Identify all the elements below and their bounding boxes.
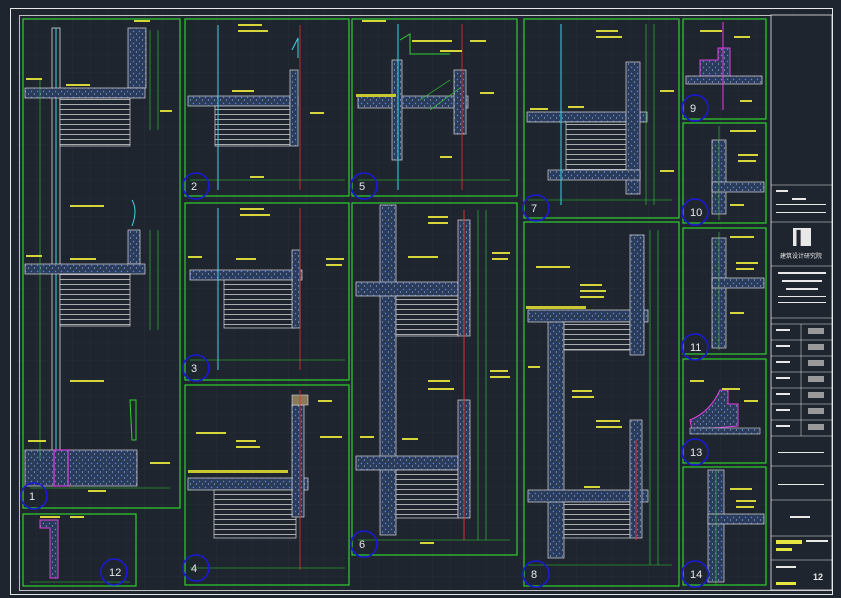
detail-marker-1: 1 — [20, 482, 48, 510]
detail-marker-12: 12 — [100, 558, 128, 586]
detail-marker-6: 6 — [350, 530, 378, 558]
detail-10-drawing — [711, 126, 765, 220]
detail-1-drawing — [24, 20, 172, 492]
detail-marker-label: 1 — [29, 491, 35, 503]
detail-marker-4: 4 — [182, 554, 210, 582]
detail-marker-2: 2 — [182, 172, 210, 200]
detail-marker-label: 2 — [191, 181, 197, 193]
detail-5-drawing — [356, 20, 510, 190]
detail-marker-label: 10 — [690, 207, 702, 219]
detail-marker-label: 7 — [531, 203, 537, 215]
company-logo-mark: ▍ — [796, 229, 808, 247]
detail-frames — [22, 18, 767, 587]
detail-marker-10: 10 — [681, 198, 709, 226]
detail-marker-14: 14 — [681, 560, 709, 588]
detail-4-drawing — [187, 390, 345, 570]
detail-14-drawing — [707, 469, 765, 585]
detail-3-drawing — [188, 208, 345, 370]
detail-marker-3: 3 — [182, 354, 210, 382]
detail-marker-label: 3 — [191, 363, 197, 375]
detail-marker-label: 14 — [690, 569, 702, 581]
company-name: 建筑设计研究院 — [780, 252, 822, 260]
detail-11-drawing — [711, 232, 765, 350]
title-block: ▍ 建筑设计研究院 12 — [770, 14, 833, 591]
sheet-border — [10, 8, 833, 595]
detail-marker-label: 4 — [191, 563, 197, 575]
detail-8-drawing — [526, 230, 672, 566]
detail-7-drawing — [526, 24, 674, 205]
detail-13-drawing — [689, 380, 761, 435]
detail-marker-11: 11 — [681, 333, 709, 361]
detail-marker-9: 9 — [681, 94, 709, 122]
company-logo — [793, 228, 811, 246]
drawing-number: 12 — [813, 572, 823, 582]
detail-marker-label: 9 — [690, 103, 696, 115]
detail-marker-label: 5 — [359, 181, 365, 193]
detail-marker-label: 13 — [690, 447, 702, 459]
detail-marker-label: 11 — [690, 342, 701, 354]
detail-marker-label: 12 — [109, 567, 121, 579]
detail-9-drawing — [685, 22, 763, 110]
detail-12-drawing — [30, 516, 130, 583]
detail-marker-label: 8 — [531, 569, 537, 581]
detail-marker-7: 7 — [522, 194, 550, 222]
detail-6-drawing — [355, 204, 510, 544]
detail-marker-8: 8 — [522, 560, 550, 588]
detail-marker-5: 5 — [350, 172, 378, 200]
detail-marker-13: 13 — [681, 438, 709, 466]
detail-2-drawing — [187, 24, 345, 190]
detail-marker-label: 6 — [359, 539, 365, 551]
